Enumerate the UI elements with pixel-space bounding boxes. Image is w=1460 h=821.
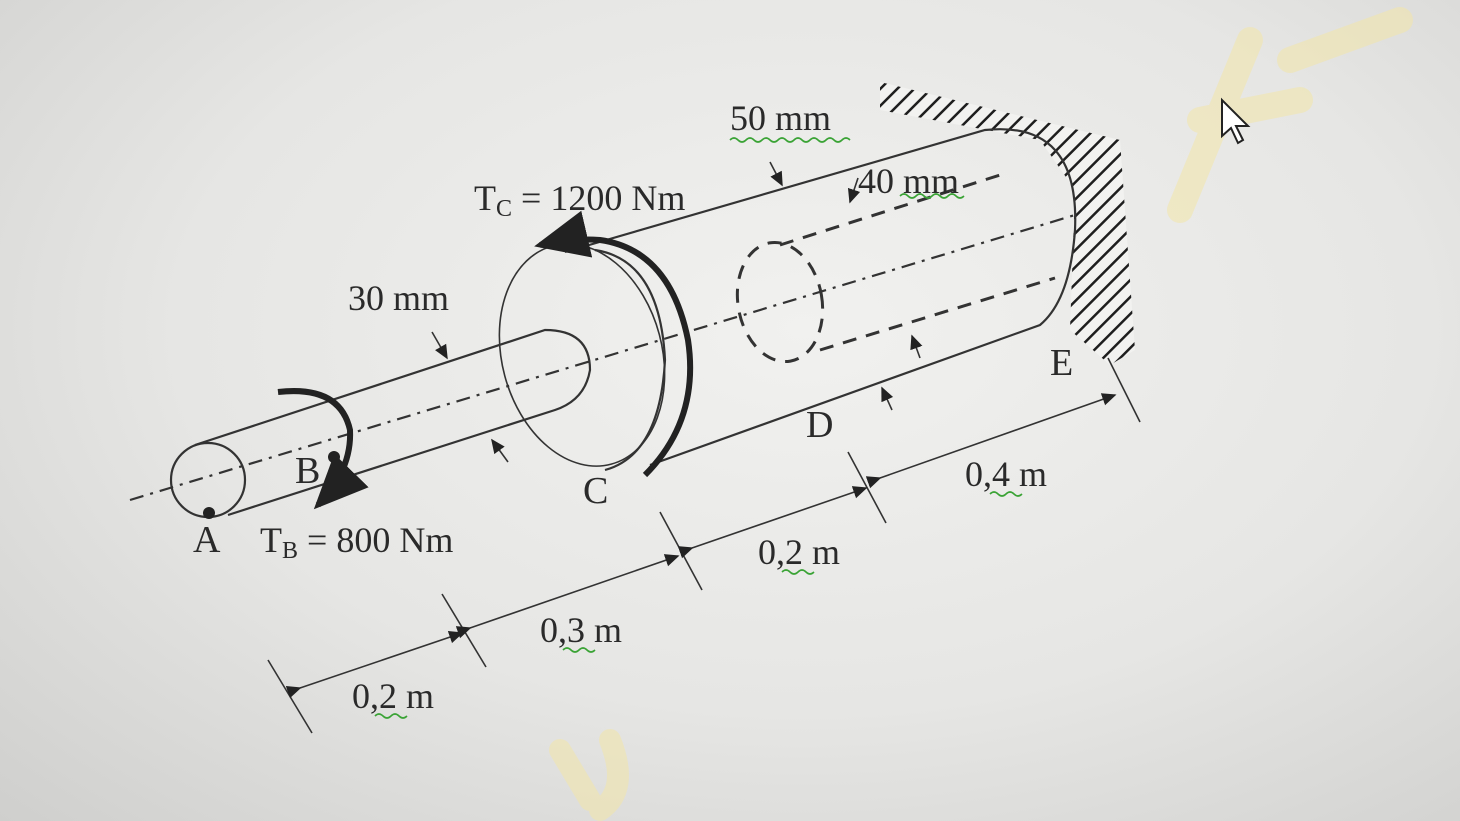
torque-arrow-c — [534, 210, 694, 478]
point-b-dot — [328, 451, 340, 463]
torque-c-label: TC = 1200 Nm — [474, 178, 685, 222]
mouse-pointer-icon — [1221, 97, 1251, 145]
dimension-lines — [267, 357, 1141, 734]
dia-inner-label: 40 mm — [858, 161, 959, 201]
dim-bc-label: 0,3 m — [540, 610, 622, 650]
label-point-e: E — [1050, 342, 1073, 384]
label-point-d: D — [806, 404, 833, 446]
label-point-c: C — [583, 470, 608, 512]
dim-cd-label: 0,2 m — [758, 532, 840, 572]
dia-small-label: 30 mm — [348, 278, 449, 318]
watermark — [549, 7, 1413, 821]
torque-arrow-b — [277, 388, 369, 510]
inner-bore — [735, 173, 1056, 364]
dim-de-label: 0,4 m — [965, 454, 1047, 494]
point-a-dot — [203, 507, 215, 519]
label-point-a: A — [193, 519, 221, 561]
spellcheck-underlines — [374, 137, 1023, 719]
center-axis — [129, 213, 1076, 502]
wall-support — [880, 82, 1135, 365]
torque-b-label: TB = 800 Nm — [260, 520, 453, 564]
dia-outer-label: 50 mm — [730, 98, 831, 138]
label-point-b: B — [295, 450, 320, 492]
dim-ab-label: 0,2 m — [352, 676, 434, 716]
